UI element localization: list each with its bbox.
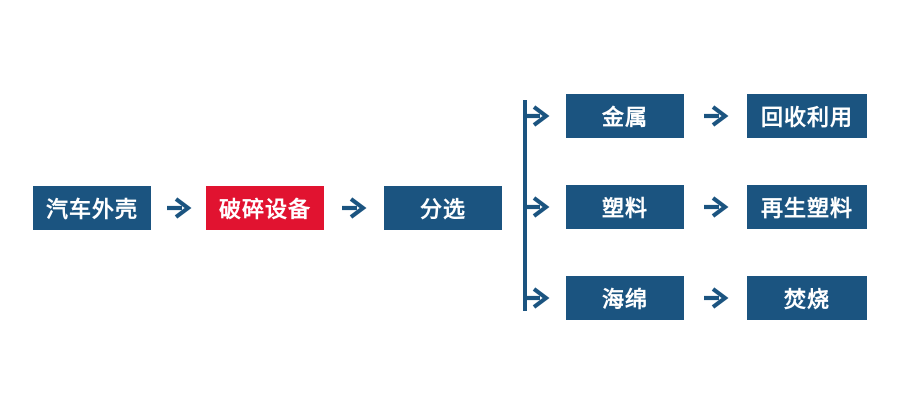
node-recycled-plastic: 再生塑料 — [747, 185, 867, 229]
flow-arrow-icon — [342, 197, 367, 219]
node-plastic: 塑料 — [566, 185, 684, 229]
node-incineration: 焚烧 — [747, 276, 867, 320]
node-sorting: 分选 — [384, 186, 502, 230]
branch-arrow-icon — [525, 105, 550, 127]
node-car-shell: 汽车外壳 — [33, 186, 151, 230]
branch-arrow-icon — [525, 287, 550, 309]
flow-arrow-icon — [167, 197, 192, 219]
node-recycling-reuse: 回收利用 — [747, 94, 867, 138]
node-sponge: 海绵 — [566, 276, 684, 320]
flow-arrow-icon — [704, 287, 729, 309]
node-metal: 金属 — [566, 94, 684, 138]
flow-arrow-icon — [704, 196, 729, 218]
flow-arrow-icon — [704, 105, 729, 127]
branch-arrow-icon — [525, 196, 550, 218]
node-crushing-equipment: 破碎设备 — [206, 186, 324, 230]
